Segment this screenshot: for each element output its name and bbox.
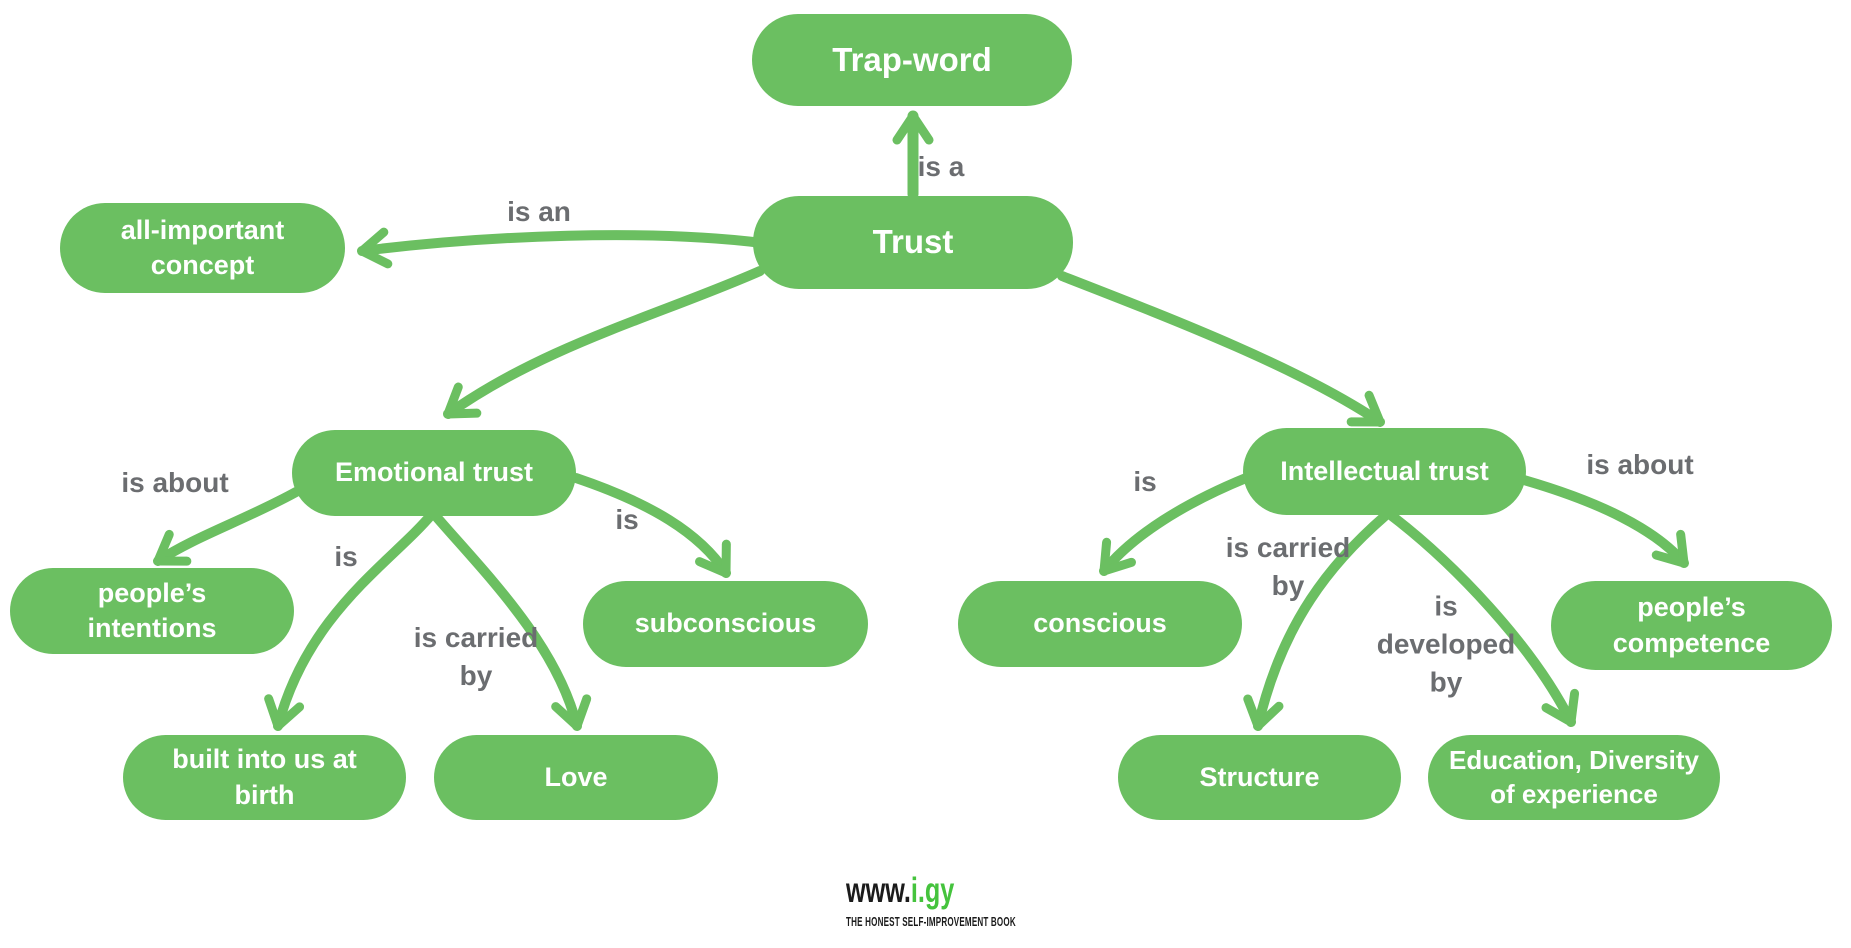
node-all-important-concept: all-important concept — [60, 203, 345, 293]
edge-emotional-subconscious — [571, 473, 731, 578]
edge-label-is-about-left: is about — [121, 467, 229, 499]
edge-label-is-an: is an — [507, 196, 571, 228]
site-logo: www.i.gy THE HONEST SELF-IMPROVEMENT BOO… — [846, 871, 1120, 929]
edge-label-is-carried-by-left: is carried by — [413, 622, 539, 691]
edge-trust-intellectual — [1057, 271, 1385, 427]
edge-label-is-carried-by-right: is carried by — [1225, 532, 1351, 601]
edge-label-is-built: is — [334, 541, 358, 573]
edge-label-is-conscious: is — [1133, 466, 1157, 498]
edge-emotional-intentions — [153, 487, 301, 566]
edge-label-is-a: is a — [917, 151, 965, 183]
edge-trust-all-important — [357, 227, 767, 269]
edge-label-is-subconscious: is — [615, 504, 639, 536]
node-trust: Trust — [753, 196, 1073, 289]
node-love: Love — [434, 735, 718, 820]
edge-label-is-developed-by: is developed by — [1376, 590, 1516, 697]
edge-intellectual-competence — [1519, 475, 1689, 568]
logo-url-text: www.i.gy — [846, 871, 1043, 911]
edge-label-is-about-right: is about — [1586, 449, 1694, 481]
node-intellectual-trust: Intellectual trust — [1243, 428, 1526, 515]
node-structure: Structure — [1118, 735, 1401, 820]
node-emotional-trust: Emotional trust — [292, 430, 576, 516]
node-peoples-intentions: people’s intentions — [10, 568, 294, 654]
node-education-diversity: Education, Diversity of experience — [1428, 735, 1720, 820]
logo-url-prefix: www. — [846, 871, 911, 910]
logo-url-brand: i.gy — [910, 871, 955, 910]
node-peoples-competence: people’s competence — [1551, 581, 1832, 670]
node-built-into-us: built into us at birth — [123, 735, 406, 820]
logo-tagline: THE HONEST SELF-IMPROVEMENT BOOK — [846, 913, 1016, 929]
edge-trust-emotional — [443, 266, 765, 419]
node-conscious: conscious — [958, 581, 1242, 667]
node-subconscious: subconscious — [583, 581, 868, 667]
node-trap-word: Trap-word — [752, 14, 1072, 106]
